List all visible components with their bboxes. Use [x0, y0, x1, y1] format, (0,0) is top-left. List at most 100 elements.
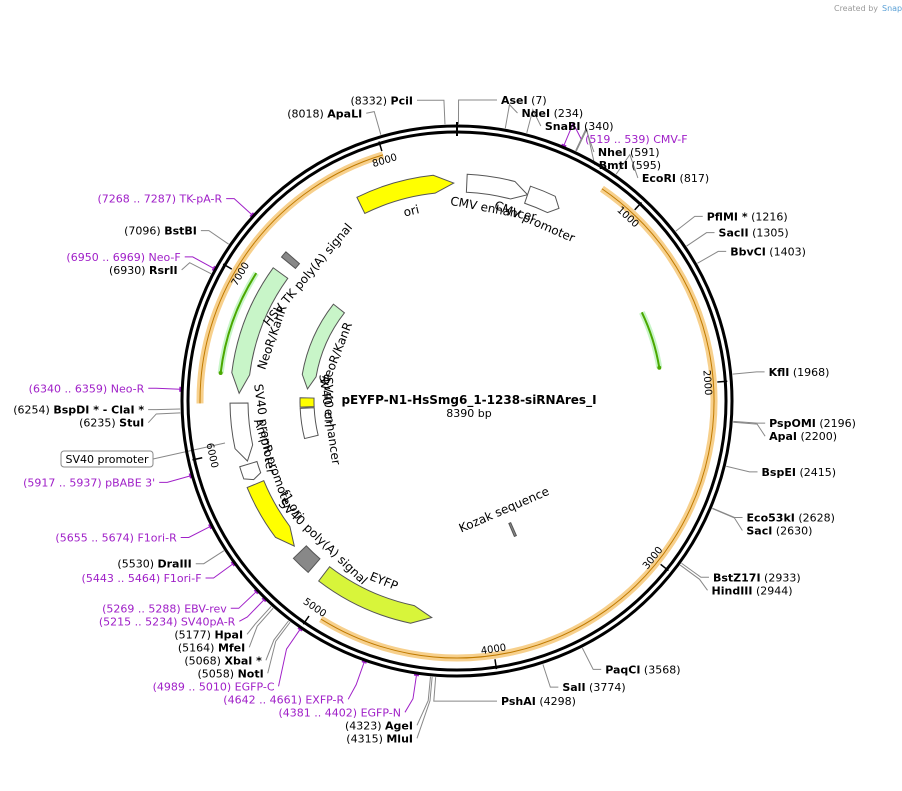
plasmid-size: 8390 bp [446, 407, 491, 420]
primer-name: F1ori-F [160, 572, 201, 585]
feature-cmv-promoter [523, 185, 560, 214]
site-name: HindIII [712, 584, 753, 597]
site-name: BbvCI [730, 245, 766, 258]
site-label: NheI (591) [598, 146, 660, 159]
primer-range: (7268 .. 7287) [97, 193, 176, 206]
site-label: (5068) XbaI * [184, 654, 262, 667]
primer-name: F1ori-R [134, 532, 177, 545]
primer-mark [561, 143, 567, 148]
primer-label: (4642 .. 4661) EXFP-R [223, 693, 344, 706]
leader-line [246, 606, 272, 635]
primer-label: (5917 .. 5937) pBABE 3' [23, 476, 155, 489]
site-name: ApaLI [327, 107, 362, 120]
leader-line [457, 99, 497, 125]
primer-label: (4989 .. 5010) EGFP-C [153, 680, 275, 693]
site-label: (6930) RsrII [109, 264, 178, 277]
site-label: (8332) PciI [350, 94, 413, 107]
site-position: (8332) [350, 94, 390, 107]
site-position: (2415) [796, 466, 836, 479]
site-name: NheI [598, 146, 627, 159]
site-name: BspEI [762, 466, 796, 479]
site-name: EcoRI [642, 172, 676, 185]
leader-line [575, 127, 595, 153]
site-name: XbaI * [224, 654, 262, 667]
primer-mark [261, 597, 267, 603]
tick-label: 4000 [480, 643, 507, 658]
tick-mark [717, 380, 728, 383]
primer-range: (4989 .. 5010) [153, 680, 232, 693]
primer-range: (4642 .. 4661) [223, 693, 302, 706]
leader-line [681, 562, 709, 578]
feature-ampr-promoter [239, 460, 262, 481]
leader-line [205, 563, 234, 579]
boxed-label-frame [60, 450, 154, 468]
boxed-label-leader [152, 442, 226, 460]
site-label: SalI (3774) [562, 681, 625, 694]
leader-lines [147, 99, 766, 739]
site-position: (2630) [772, 524, 812, 537]
leader-line [712, 507, 743, 518]
feature-sv40-promoter [229, 402, 254, 462]
site-name: NotI [238, 667, 264, 680]
leader-line [148, 408, 181, 411]
site-label: PflMI * (1216) [707, 210, 788, 223]
site-label: BmtI (595) [599, 159, 661, 172]
site-position: (6254) [13, 404, 53, 417]
site-position: (3774) [586, 681, 626, 694]
site-name: AseI [501, 94, 528, 107]
cds-arc-head [218, 370, 223, 375]
site-name: HpaI [214, 628, 243, 641]
cds-arc-bg [639, 311, 663, 369]
site-position: (340) [580, 120, 613, 133]
site-label: PshAI (4298) [501, 695, 576, 708]
site-position: (2196) [816, 417, 856, 430]
site-position: (5530) [117, 558, 157, 571]
site-position: (595) [628, 159, 661, 172]
site-position: (4315) [346, 732, 386, 745]
primer-range: (5269 .. 5288) [102, 602, 181, 615]
site-label: SacII (1305) [719, 227, 789, 240]
site-label: AseI (7) [501, 94, 547, 107]
site-label: (8018) ApaLI [287, 107, 362, 120]
cds-arc-head [657, 365, 662, 370]
site-label: NdeI (234) [521, 107, 583, 120]
primer-range: (4381 .. 4402) [279, 706, 358, 719]
site-label: (4315) MluI [346, 732, 413, 745]
leader-line [248, 607, 274, 648]
leader-line [195, 550, 225, 565]
leader-line [148, 387, 181, 390]
feature-hsv-tk-poly-a-signal [280, 251, 301, 270]
leader-line [416, 676, 433, 739]
tick-mark [222, 263, 233, 270]
primer-name: EBV-rev [181, 602, 228, 615]
primer-range: (5917 .. 5937) [23, 476, 102, 489]
leader-line [366, 111, 382, 135]
site-label: (5058) NotI [198, 667, 264, 680]
tick-label: 2000 [700, 370, 713, 396]
site-label: BbvCI (1403) [730, 245, 806, 258]
site-label: (7096) BstBI [124, 225, 197, 238]
site-name: AgeI [385, 719, 413, 732]
leader-line [504, 103, 518, 129]
orf-arcs [196, 151, 718, 662]
leader-line [180, 526, 211, 539]
feature-sv40-enhancer [299, 407, 319, 440]
primer-mark [413, 673, 420, 677]
site-position: (8018) [287, 107, 327, 120]
site-label: (6254) BspDI * - ClaI * [13, 404, 144, 417]
site-position: (2944) [752, 584, 792, 597]
site-name: SacI [746, 524, 772, 537]
site-label: HindIII (2944) [712, 584, 793, 597]
feature-neor-kanr [301, 303, 346, 391]
site-position: (5058) [198, 667, 238, 680]
leader-line [184, 256, 215, 269]
leader-line [239, 599, 265, 622]
leader-line [226, 198, 253, 216]
site-position: (1216) [748, 210, 788, 223]
leader-line [575, 127, 596, 166]
site-label: ApaI (2200) [769, 430, 837, 443]
tick-mark [494, 659, 498, 670]
primer-name: SV40pA-R [177, 615, 235, 628]
feature-sv40-poly-a-signal [292, 545, 321, 574]
